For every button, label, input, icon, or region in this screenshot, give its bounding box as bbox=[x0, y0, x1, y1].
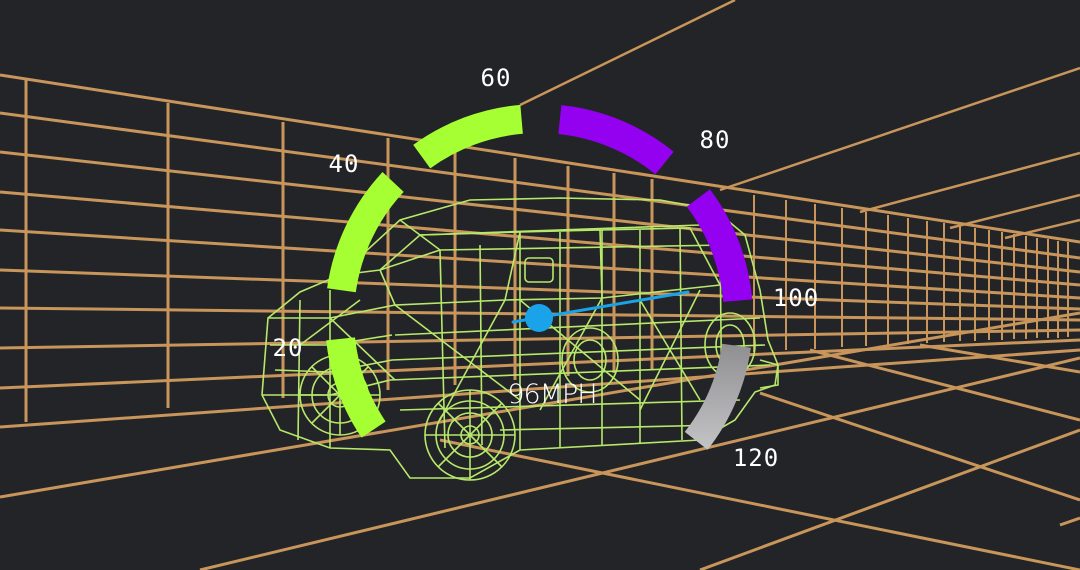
tick-label-80: 80 bbox=[700, 126, 731, 154]
tick-label-100: 100 bbox=[773, 284, 819, 312]
tick-label-40: 40 bbox=[329, 150, 360, 178]
speed-needle bbox=[511, 290, 690, 332]
gauge-segment-0 bbox=[326, 337, 386, 438]
gauge-segment-4 bbox=[686, 189, 753, 302]
gauge-segment-5 bbox=[684, 343, 751, 450]
speed-readout: 96MPH bbox=[507, 379, 596, 410]
gauge-tick-labels: 20 40 60 80 100 120 bbox=[273, 64, 819, 472]
tick-label-60: 60 bbox=[481, 64, 512, 92]
gauge-segment-1 bbox=[327, 172, 404, 293]
gauge-segment-2 bbox=[413, 104, 523, 169]
tick-label-20: 20 bbox=[273, 334, 304, 362]
speed-gauge-arcs bbox=[326, 104, 753, 450]
gauge-segment-3 bbox=[558, 105, 674, 175]
van-wireframe bbox=[261, 197, 779, 481]
needle-hub bbox=[525, 304, 553, 332]
tick-label-120: 120 bbox=[733, 444, 779, 472]
